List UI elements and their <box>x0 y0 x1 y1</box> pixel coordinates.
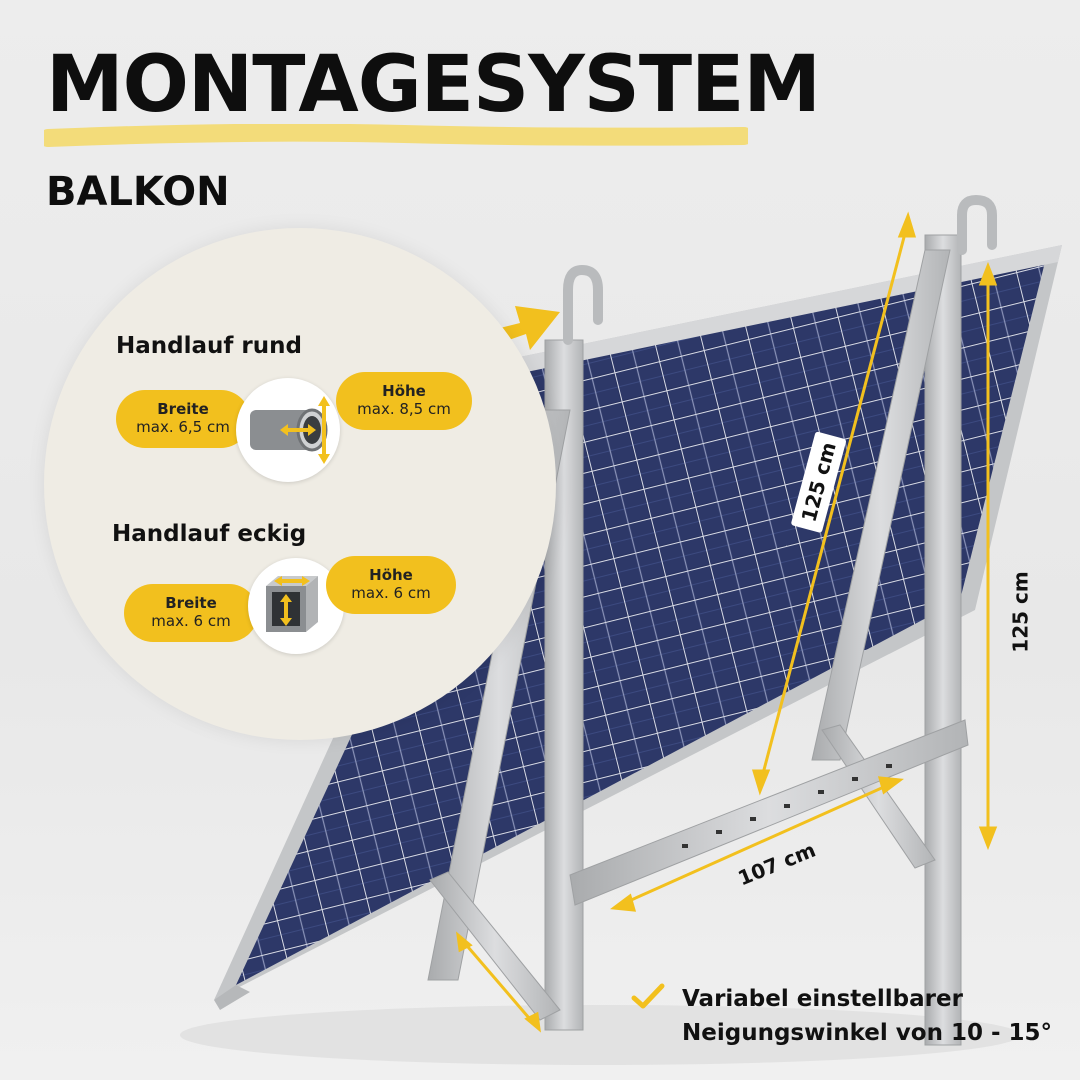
handlauf-eckig-breite-label: Breite <box>165 594 217 613</box>
right-railing-hook <box>957 194 997 255</box>
handlauf-eckig-hoehe-label: Höhe <box>369 566 413 585</box>
right-upright <box>924 234 962 1046</box>
handlauf-eckig-breite-value: max. 6 cm <box>151 612 231 631</box>
checkmark-icon <box>631 983 665 1009</box>
right-diagonal-strut <box>811 249 951 761</box>
tilt-feature-line2: Neigungswinkel von 10 - 15° <box>682 1020 1053 1046</box>
right-brace <box>821 724 936 869</box>
handlauf-eckig-hoehe-badge: Höhe max. 6 cm <box>326 556 456 614</box>
handlauf-eckig-hoehe-value: max. 6 cm <box>351 584 431 603</box>
handlauf-eckig-breite-badge: Breite max. 6 cm <box>124 584 258 642</box>
tilt-feature-line1: Variabel einstellbarer <box>682 986 963 1012</box>
handlauf-eckig-title: Handlauf eckig <box>112 521 307 547</box>
tilt-feature-note: Variabel einstellbarer Neigungswinkel vo… <box>682 982 1052 1050</box>
dimension-arrows <box>456 211 998 1033</box>
cross-bar-holes <box>682 764 892 848</box>
handlauf-rund-breite-label: Breite <box>157 400 209 419</box>
page-title: MONTAGESYSTEM <box>46 40 821 130</box>
handlauf-info-circle <box>44 228 556 740</box>
page-subtitle: BALKON <box>46 169 230 215</box>
handlauf-rund-breite-value: max. 6,5 cm <box>136 418 230 437</box>
cross-bar <box>569 719 969 906</box>
handlauf-rund-hoehe-label: Höhe <box>382 382 426 401</box>
floor-shadow <box>180 1005 1020 1065</box>
stand-height-label: 125 cm <box>1008 571 1033 653</box>
handlauf-rund-breite-badge: Breite max. 6,5 cm <box>116 390 250 448</box>
left-brace <box>429 871 561 1021</box>
handlauf-rund-hoehe-badge: Höhe max. 8,5 cm <box>336 372 472 430</box>
round-pipe-icon <box>236 378 340 482</box>
title-highlight <box>44 124 748 147</box>
handlauf-rund-title: Handlauf rund <box>116 333 302 359</box>
handlauf-rund-hoehe-value: max. 8,5 cm <box>357 400 451 419</box>
left-railing-hook <box>563 264 603 345</box>
